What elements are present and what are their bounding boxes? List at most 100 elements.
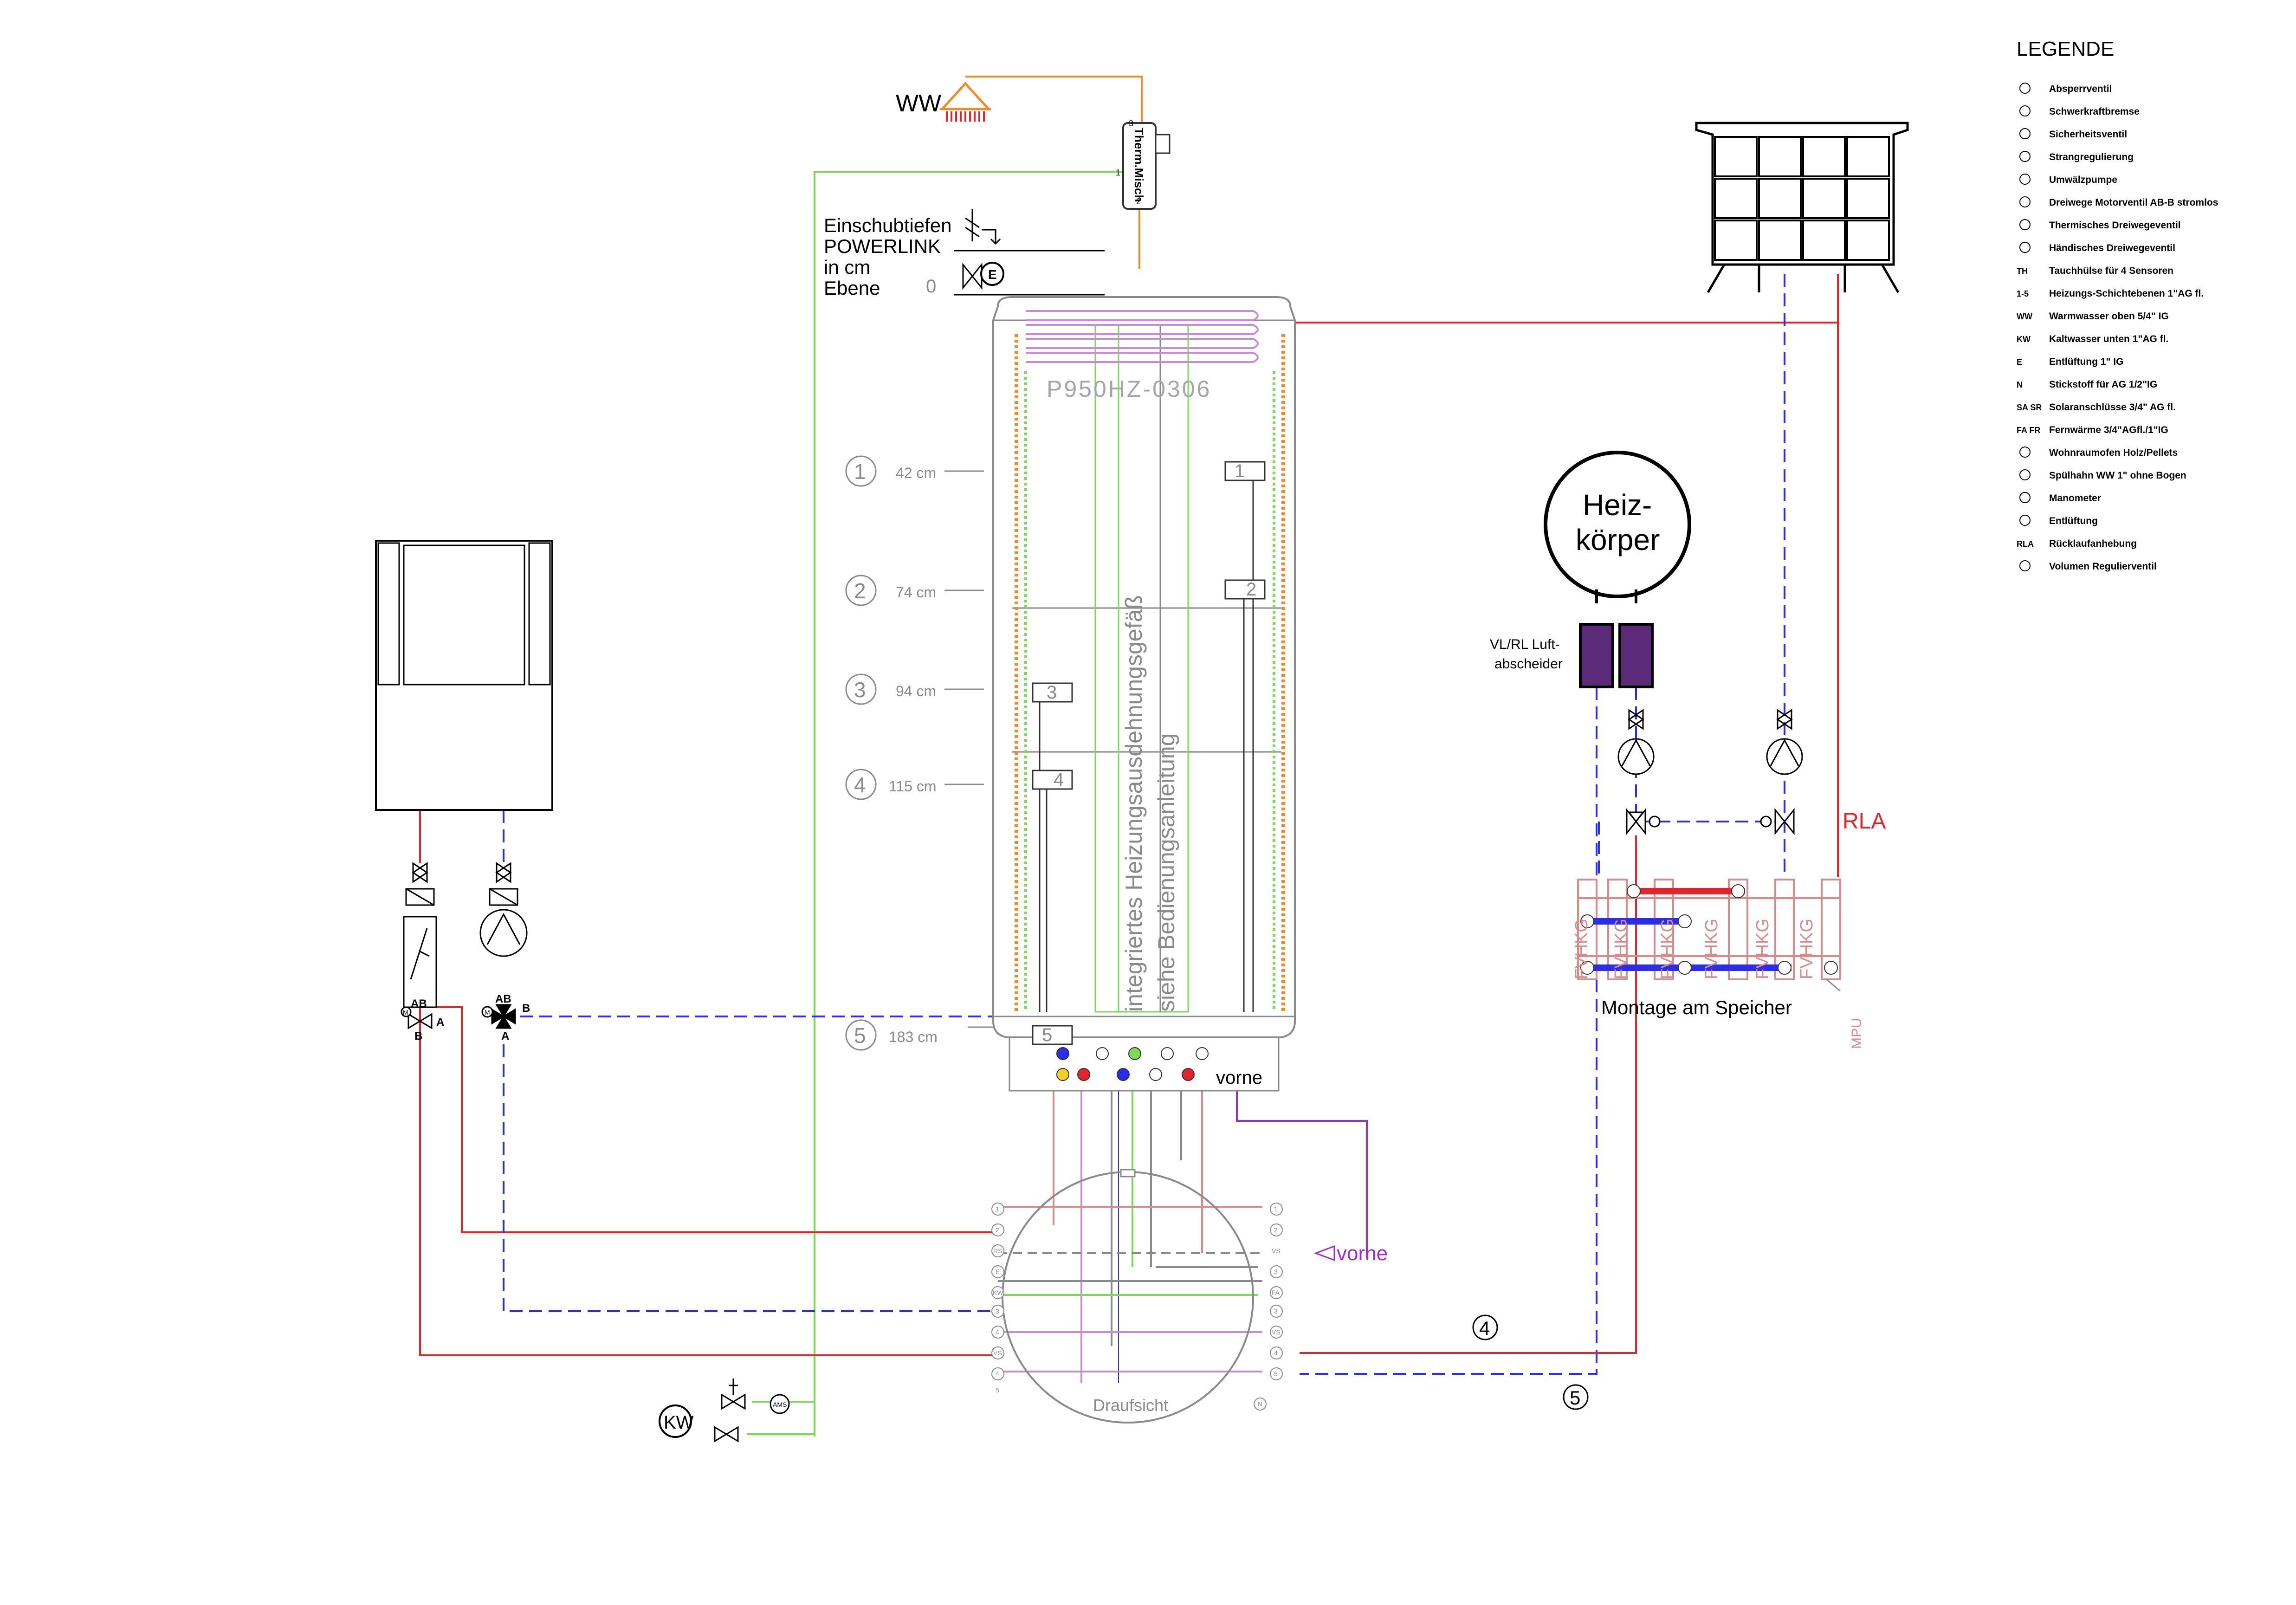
legend-row: Thermisches Dreiwegeventil: [2019, 219, 2181, 231]
tv-left-port-4: E: [996, 1268, 1000, 1275]
legend-symbol: KW: [2017, 335, 2031, 344]
manifold-block: [1577, 879, 1841, 992]
sensor-tags: [1032, 461, 1266, 1045]
legend-symbol: SA SR: [2017, 403, 2042, 412]
tank-vertical-text-2: siehe Bedienungsanleitung: [1153, 733, 1179, 1012]
tv-right-port-10: N: [1258, 1400, 1262, 1408]
kw-circle-icon: [659, 1404, 692, 1438]
legend-text: Entlüftung 1" IG: [2049, 356, 2123, 367]
level-5-depth: 183 cm: [889, 1029, 938, 1045]
legend-symbol: WW: [2017, 312, 2032, 321]
legend-row: Dreiwege Motorventil AB-B stromlos: [2019, 196, 2218, 208]
legend-text: Sicherheitsventil: [2049, 129, 2127, 140]
level-2-depth: 74 cm: [896, 584, 936, 601]
legend-row: Entlüftung: [2019, 515, 2098, 526]
top-view-label: Draufsicht: [1093, 1396, 1168, 1415]
tv-right-port-6: 3: [1274, 1307, 1278, 1315]
tv-right-port-5: FA: [1272, 1289, 1280, 1296]
boiler-m-label: M: [403, 1009, 408, 1016]
tank-connection-dots: [1056, 1047, 1209, 1081]
legend-symbol-icon: [2019, 469, 2031, 480]
boiler-unit: [375, 540, 553, 811]
legend-row: N Stickstoff für AG 1/2"IG: [2017, 379, 2157, 390]
top-view-circle: [1002, 1169, 1254, 1424]
sensor-tag-1: 1: [1235, 461, 1245, 481]
tv-left-port-3: RS: [993, 1247, 1002, 1255]
mixer-label: Therm.Misch: [1132, 128, 1146, 202]
boiler-valves: [403, 862, 528, 1008]
legend-symbol: FA FR: [2017, 426, 2040, 435]
level-5-num: 5: [854, 1023, 866, 1048]
tv-left-port-6: 3: [996, 1307, 999, 1315]
manifold-mpu-label: MPU: [1849, 1018, 1864, 1049]
legend-text: Volumen Regulierventil: [2049, 561, 2157, 572]
radiator-pump-valves: [1617, 709, 1803, 835]
legend-title: LEGENDE: [2017, 38, 2114, 60]
tv-right-port-8: 4: [1274, 1349, 1278, 1357]
legend-text: Heizungs-Schichtebenen 1"AG fl.: [2049, 288, 2204, 299]
kw-shutoff-valve-icon: [714, 1378, 746, 1443]
manifold-label-4: FVHKG: [1702, 919, 1721, 979]
tv-right-port-9: 5: [1274, 1370, 1278, 1378]
mixer-port-bottom: 2: [1136, 197, 1141, 206]
sensor-tag-5: 5: [1042, 1025, 1052, 1045]
sensor-tag-2: 2: [1246, 579, 1256, 600]
mixer-port-left: 1: [1116, 168, 1120, 177]
tv-right-port-2: 2: [1274, 1226, 1278, 1234]
legend-text: Tauchhülse für 4 Sensoren: [2049, 265, 2173, 276]
tv-right-port-4: 3: [1274, 1268, 1278, 1275]
level-markers: [845, 455, 993, 1051]
manifold-mount-label: Montage am Speicher: [1601, 997, 1792, 1018]
legend-symbol: N: [2017, 380, 2023, 389]
legend-symbol-icon: [2019, 151, 2031, 162]
mixer-ab-label: AB: [495, 993, 511, 1005]
einschub-line-4: Ebene: [824, 277, 880, 299]
tv-right-port-1: 1: [1274, 1205, 1278, 1213]
manifold-label-6: FVHKG: [1797, 919, 1817, 979]
legend-row: Händisches Dreiwegeventil: [2019, 242, 2175, 253]
sensor-tag-4: 4: [1054, 770, 1064, 790]
mixing-valve-icon: [481, 1004, 516, 1029]
ams-icon: [770, 1394, 790, 1414]
radiator-title-2: körper: [1576, 523, 1660, 557]
legend-text: Absperrventil: [2049, 84, 2112, 94]
rla-label: RLA: [1843, 809, 1886, 834]
circle-marker-4: [1472, 1314, 1498, 1340]
legend-text: Dreiwege Motorventil AB-B stromlos: [2049, 197, 2218, 208]
tv-left-port-5: KW: [993, 1289, 1003, 1296]
einschub-line-3: in cm: [824, 256, 870, 278]
legend-symbol-icon: [2019, 196, 2031, 207]
legend-text: Stickstoff für AG 1/2"IG: [2049, 379, 2157, 390]
einschub-line-1: Einschubtiefen: [824, 214, 952, 236]
legend-symbol-icon: [2019, 174, 2031, 185]
legend-row: Sicherheitsventil: [2019, 128, 2127, 140]
legend-row: Manometer: [2019, 492, 2101, 504]
legend-symbol-icon: [2019, 128, 2031, 139]
legend-row: Absperrventil: [2019, 83, 2112, 94]
legend-symbol-icon: [2019, 105, 2031, 116]
legend-row: WW Warmwasser oben 5/4" IG: [2017, 311, 2169, 322]
front-arrow-icon: [1313, 1245, 1335, 1262]
level-1-depth: 42 cm: [896, 465, 936, 481]
mixer-b-label: B: [522, 1002, 530, 1015]
legend-symbol-icon: [2019, 492, 2031, 503]
circle-marker-4-text: 4: [1479, 1317, 1490, 1339]
air-sep-label-2: abscheider: [1494, 656, 1563, 672]
top-view-front-label: vorne: [1337, 1242, 1388, 1265]
legend-text: Warmwasser oben 5/4" IG: [2049, 311, 2169, 322]
legend-text: Fernwärme 3/4"AGfl./1"IG: [2049, 425, 2168, 435]
tv-left-port-10: 5: [996, 1386, 999, 1394]
circle-marker-5: [1563, 1384, 1589, 1410]
air-sep-label-1: VL/RL Luft-: [1490, 637, 1560, 652]
legend-row: Umwälzpumpe: [2019, 174, 2117, 185]
tv-left-port-2: 2: [996, 1226, 999, 1234]
legend-symbol: E: [2017, 357, 2022, 367]
top-view-right-ports: [1254, 1203, 1283, 1411]
manifold-label-1: FVHKG: [1572, 919, 1591, 979]
storage-tank: [992, 296, 1296, 1092]
legend-text: Rücklaufanhebung: [2049, 538, 2137, 549]
ww-label: WW: [896, 90, 941, 117]
